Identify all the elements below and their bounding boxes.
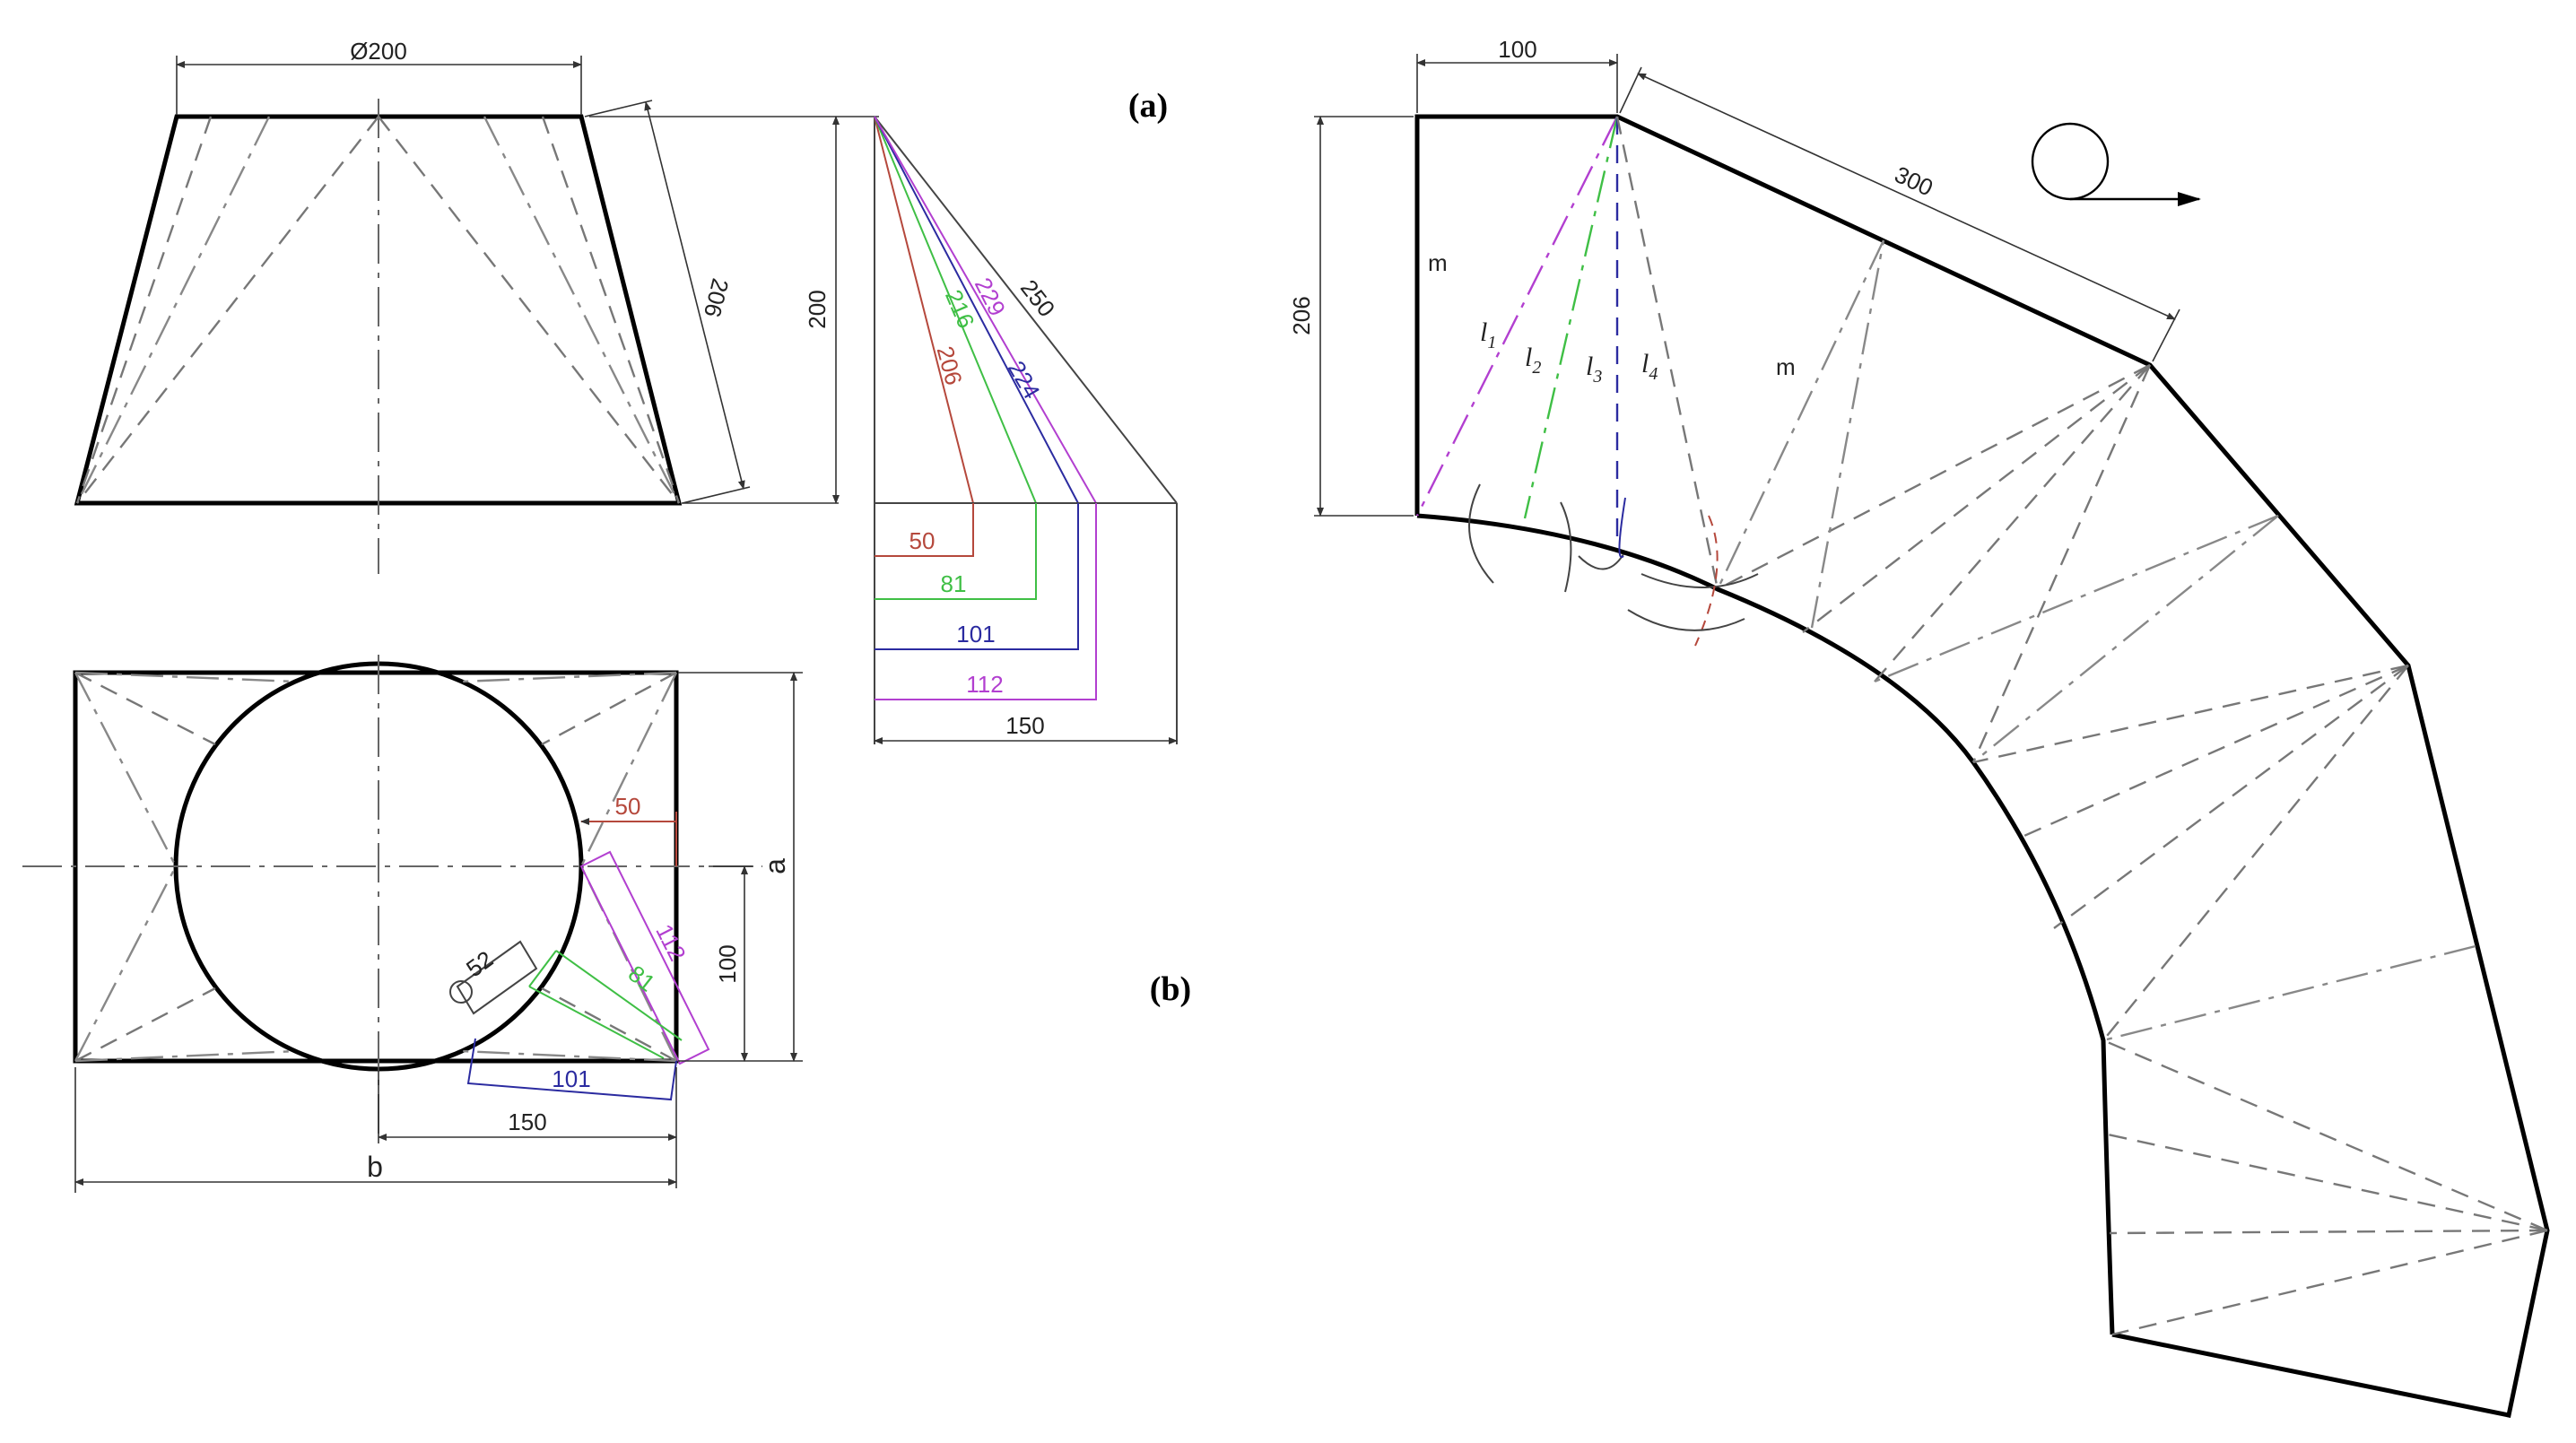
development-l1-label: l1: [1480, 317, 1496, 352]
top-diameter-label: Ø200: [350, 38, 407, 65]
development-100-label: 100: [1498, 36, 1536, 63]
development-300-label: 300: [1891, 161, 1937, 202]
development-300-line: [1637, 73, 2176, 320]
development-outer-outline: [1414, 114, 2550, 1418]
slant-dimension-line: [644, 101, 745, 490]
offset-green: [875, 503, 1037, 600]
top-view-green-distance: [555, 950, 683, 1041]
true-length-red: [874, 116, 974, 504]
front-view: Ø200 206: [74, 38, 751, 574]
length-224-label: 224: [1003, 356, 1046, 404]
top-view-blue-distance: [466, 1038, 677, 1101]
radius-52-label: 52: [461, 945, 498, 982]
dimension-a-label: a: [759, 858, 791, 874]
offset-112-label: 112: [966, 671, 1003, 698]
development: 100 206 300 m m l1 l2 l3 l4: [1288, 36, 2550, 1418]
offset-blue: [875, 503, 1079, 650]
top-view-101-label: 101: [552, 1065, 590, 1092]
radius-52-marker: [456, 940, 538, 1015]
panel-label-a: (a): [1128, 87, 1168, 125]
development-l3-label: l3: [1586, 352, 1602, 387]
slant-label: 206: [699, 275, 735, 319]
rotation-symbol-circle: [2031, 122, 2110, 201]
development-inner-arc: [1416, 513, 2115, 1335]
development-m-line: [1716, 239, 1885, 590]
development-206-label: 206: [1288, 296, 1315, 335]
true-length-green: [874, 116, 1037, 504]
dimension-b-label: b: [367, 1151, 383, 1183]
development-m-mid-label: m: [1776, 353, 1796, 380]
top-view-112-label: 112: [650, 920, 692, 966]
offset-101-label: 101: [956, 621, 995, 648]
offset-50-label: 50: [909, 527, 936, 554]
offset-150-label: 150: [1005, 712, 1044, 739]
development-l4-label: l4: [1641, 349, 1658, 384]
development-l2-label: l2: [1525, 343, 1541, 378]
length-206-label: 206: [932, 343, 968, 388]
top-view-purple-distance: [579, 850, 710, 1065]
height-label: 200: [804, 290, 831, 328]
offset-81-label: 81: [941, 570, 967, 597]
true-length-blue: [874, 116, 1079, 504]
true-length-diagram: 200 206 216 229 224 250 50 81 101 112 15…: [589, 116, 1178, 744]
development-m-left-label: m: [1428, 249, 1448, 276]
panel-label-b: (b): [1150, 970, 1191, 1008]
length-250-label: 250: [1015, 274, 1060, 322]
offset-red: [875, 503, 974, 557]
top-view-81-label: 81: [623, 960, 660, 996]
dimension-150-label: 150: [508, 1108, 546, 1135]
true-length-edge: [874, 116, 1178, 504]
true-length-purple: [874, 116, 1097, 504]
construction-arcs: [1468, 483, 1759, 647]
top-view-50-label: 50: [615, 793, 641, 820]
development-fold-lines: [1415, 116, 2548, 1336]
top-view: 50 112 81 101 52 a 100 150 b: [22, 655, 803, 1193]
dimension-100-label: 100: [714, 944, 741, 983]
offset-purple: [875, 503, 1097, 700]
